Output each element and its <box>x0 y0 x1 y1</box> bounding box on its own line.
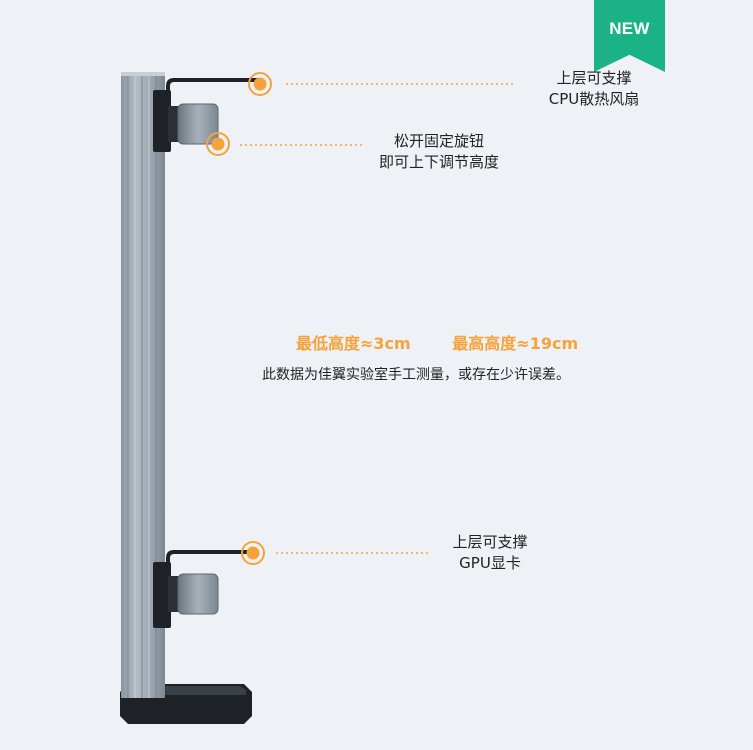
max-height: 最高高度≈19cm <box>452 334 579 353</box>
callout-line: 上层可支撑 <box>556 69 632 87</box>
marker-knob <box>206 132 362 156</box>
bottom-arm <box>153 550 252 628</box>
height-range: 最低高度≈3cm 最高高度≈19cm <box>296 330 578 354</box>
measurement-note: 此数据为佳翼实验室手工测量，或存在少许误差。 <box>262 367 570 383</box>
callout-cpu: 上层可支撑 CPU散热风扇 <box>534 68 654 110</box>
marker-cpu <box>248 72 516 96</box>
callout-gpu: 上层可支撑 GPU显卡 <box>436 532 544 574</box>
callout-line: 上层可支撑 <box>452 533 528 551</box>
callout-line: GPU显卡 <box>459 554 521 572</box>
min-height: 最低高度≈3cm <box>296 334 411 353</box>
callout-line: 即可上下调节高度 <box>378 153 499 171</box>
new-badge-label: NEW <box>609 19 650 38</box>
marker-gpu <box>241 541 428 565</box>
callout-knob: 松开固定旋钮 即可上下调节高度 <box>364 131 514 173</box>
callout-line: CPU散热风扇 <box>548 90 640 108</box>
top-arm <box>153 78 258 152</box>
callout-line: 松开固定旋钮 <box>393 132 484 150</box>
